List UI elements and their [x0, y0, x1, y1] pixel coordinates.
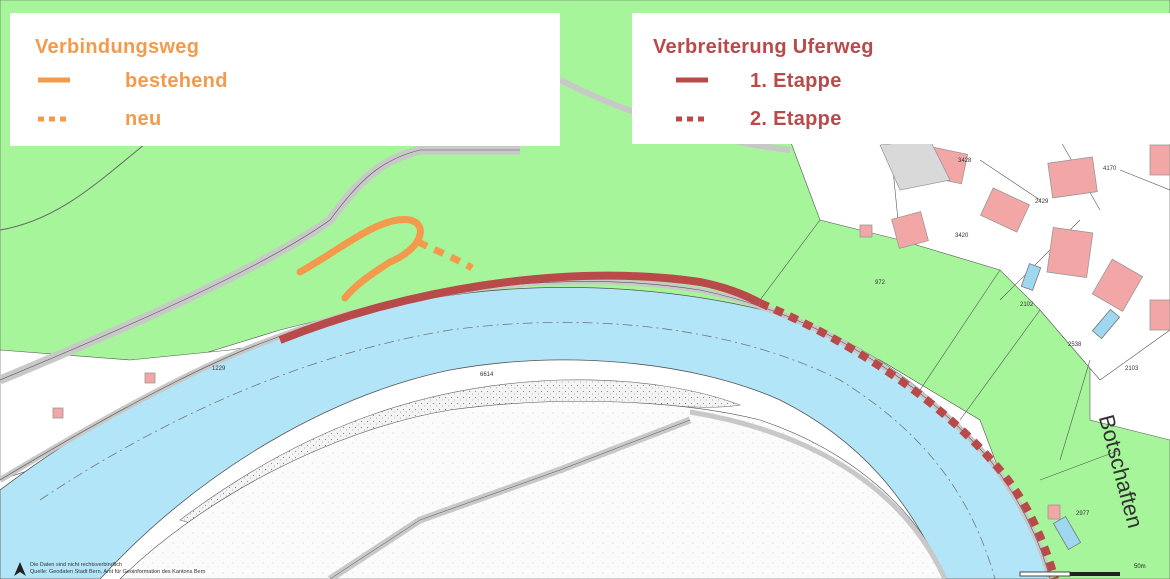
legend-item-etappe-1: 1. Etappe [750, 70, 842, 92]
legend-verbreiterung-uferweg: Verbreiterung Uferweg 1. Etappe 2. Etapp… [632, 13, 1170, 144]
lawn-path [0, 139, 151, 231]
parcel-number: 4170 [1103, 166, 1117, 172]
parcel-number: 3428 [958, 158, 972, 164]
verbindungsweg-neu-line[interactable] [416, 238, 474, 272]
legend-swatch-solid-orange [38, 77, 70, 83]
parcel-number: 1229 [212, 366, 226, 372]
legend-swatch-dotted-orange [38, 116, 70, 122]
uferweg-etappe-2-line[interactable] [758, 299, 1059, 579]
parcel-number: 3420 [955, 233, 969, 239]
parcel-number: 2102 [1020, 302, 1034, 308]
parcel-number: 2977 [1076, 511, 1090, 517]
scale-label: 50m [1134, 564, 1146, 570]
legend-verbindungsweg: Verbindungsweg bestehend neu [10, 13, 560, 146]
parcel-number-labels: 3428 4170 2429 3420 972 2102 2538 2103 2… [212, 158, 1139, 517]
verbindungsweg-bestehend-line[interactable] [296, 216, 424, 302]
legend-title-uferweg: Verbreiterung Uferweg [653, 36, 874, 58]
riverbank-path [689, 409, 948, 579]
south-road-edge [329, 419, 691, 579]
north-arrow-icon [14, 562, 26, 576]
source-note: Die Daten sind nicht rechtsverbindlich Q… [30, 562, 206, 576]
source-note-line-2: Quelle: Geodaten Stadt Bern, Amt für Geo… [30, 569, 206, 575]
pools [1020, 263, 1121, 551]
source-note-line-1: Die Daten sind nicht rechtsverbindlich [30, 562, 123, 568]
uferweg-etappe-1-line[interactable] [278, 271, 762, 344]
parcel-number: 6614 [480, 372, 494, 378]
grass-road-edge [0, 149, 520, 381]
scale-bar: 50m [1019, 564, 1146, 577]
parcel-number: 2538 [1068, 342, 1082, 348]
legend-title-verbindungsweg: Verbindungsweg [35, 36, 200, 58]
parcel-number: 972 [875, 280, 886, 286]
legend-item-etappe-2: 2. Etappe [750, 108, 842, 130]
south-bank-land [119, 400, 946, 579]
legend-swatch-dotted-red [676, 116, 708, 122]
legend-item-bestehend: bestehend [125, 70, 228, 92]
parcel-number: 2429 [1035, 199, 1049, 205]
parcel-number: 2103 [1125, 366, 1139, 372]
legend-swatch-solid-red [676, 77, 708, 83]
legend-item-neu: neu [125, 108, 162, 130]
river-centerline [39, 321, 996, 579]
